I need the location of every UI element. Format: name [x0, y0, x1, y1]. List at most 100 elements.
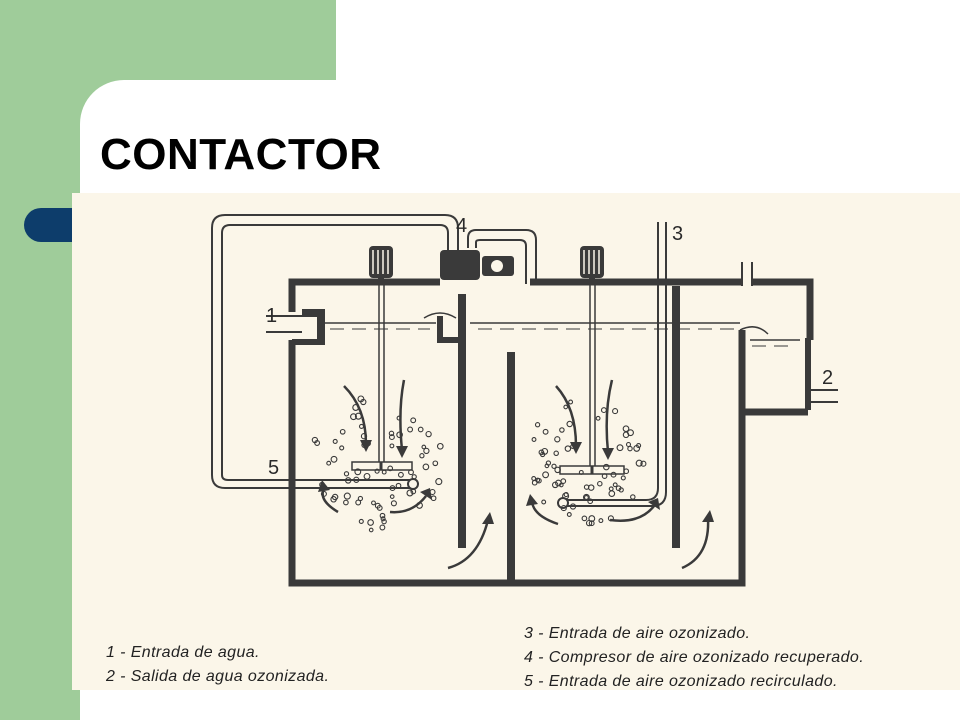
bubble — [630, 494, 636, 500]
bubble — [380, 516, 386, 522]
bubble — [564, 445, 572, 452]
bubble — [416, 501, 423, 509]
bubble — [330, 496, 337, 503]
baffle-middle-standing — [507, 352, 515, 583]
bubble — [374, 468, 380, 474]
bubble — [583, 495, 589, 500]
bubble — [569, 503, 577, 510]
callout-2: 2 — [822, 367, 833, 389]
legend-item-5: 5 - Entrada de aire ozonizado recirculad… — [524, 673, 838, 690]
bubble — [587, 484, 595, 491]
bubble — [363, 472, 371, 480]
bubble — [339, 428, 346, 435]
left-weir-box — [437, 316, 462, 343]
bubble — [395, 482, 402, 489]
bubble — [554, 436, 561, 443]
bubble — [595, 415, 601, 421]
callout-labels: 1 2 3 4 5 — [266, 215, 833, 479]
bubble — [608, 490, 616, 497]
surface-ripple-left — [423, 312, 457, 319]
bubble — [422, 463, 430, 471]
baffle-right-hanging — [672, 286, 680, 548]
legend-item-2: 2 - Salida de agua ozonizada. — [106, 668, 330, 685]
bubble — [608, 486, 614, 492]
bubble — [332, 438, 338, 444]
bubble — [627, 445, 633, 452]
bubble — [435, 478, 443, 486]
bubble — [371, 500, 376, 506]
bubble — [374, 502, 381, 509]
bubble — [354, 412, 362, 420]
bubble — [360, 433, 368, 440]
bubble — [397, 471, 404, 478]
bubble — [326, 460, 332, 466]
bubble — [559, 427, 565, 433]
bubble — [410, 417, 417, 424]
agitator-left — [351, 246, 413, 471]
recirculation-pipe-inner — [221, 224, 449, 475]
bubble — [432, 460, 439, 467]
bubble — [612, 482, 618, 488]
bubble — [358, 423, 365, 429]
contactor-diagram-scan: 1 2 3 4 5 1 - Entrada de agua. 2 - Salid… — [72, 193, 960, 690]
bubble — [554, 466, 561, 474]
bubble — [379, 512, 386, 519]
diffuser-end-left — [407, 478, 419, 490]
bubble — [367, 519, 374, 526]
bubble — [357, 495, 364, 502]
bubble — [588, 520, 595, 527]
bubble — [620, 475, 626, 481]
water-outlet-pipe — [808, 389, 838, 403]
bubble — [411, 474, 417, 480]
bubble — [607, 515, 614, 522]
water-inlet-channel — [292, 309, 325, 345]
bubble — [330, 455, 338, 463]
compressor-fan — [491, 260, 503, 272]
bubble — [531, 476, 537, 481]
bubble — [581, 515, 588, 522]
recirculation-pipe-lower — [211, 474, 412, 489]
bubble — [568, 399, 574, 405]
bubble — [541, 447, 549, 455]
bubble — [381, 469, 387, 475]
slide-title: CONTACTOR — [100, 130, 382, 179]
bubble — [627, 429, 634, 437]
bubble — [423, 447, 430, 455]
bubble — [389, 485, 396, 492]
bubble — [355, 499, 362, 506]
bubble — [354, 468, 362, 476]
callout-1: 1 — [266, 305, 277, 327]
tank-outer-wall — [288, 278, 814, 587]
bubble — [570, 444, 576, 449]
callout-3: 3 — [672, 223, 683, 245]
bubble — [601, 473, 608, 479]
bubble — [534, 422, 541, 428]
bubble — [343, 499, 349, 506]
bubble — [625, 441, 632, 448]
legend-item-4: 4 - Compresor de aire ozonizado recupera… — [524, 649, 865, 666]
legend-item-3: 3 - Entrada de aire ozonizado. — [524, 625, 751, 642]
bubble — [623, 468, 630, 475]
bubble — [320, 490, 327, 497]
bubble — [597, 480, 603, 487]
bubble — [387, 465, 394, 472]
bubble — [587, 498, 594, 505]
bubble — [353, 476, 360, 483]
bubble — [430, 495, 437, 502]
bubble — [541, 499, 547, 505]
bubble — [551, 463, 557, 469]
bubble — [616, 444, 624, 452]
bubble — [542, 428, 549, 435]
bubble — [379, 524, 386, 531]
legend-item-1: 1 - Entrada de agua. — [106, 644, 260, 661]
water-surface — [320, 322, 800, 341]
water-surface-dash — [330, 328, 795, 347]
bubble — [551, 481, 559, 489]
bubble — [429, 488, 436, 496]
bubble — [381, 518, 387, 525]
bubble — [311, 436, 319, 444]
bubble — [357, 395, 365, 403]
vent-pipe — [741, 262, 753, 286]
bubble — [390, 500, 397, 507]
bubble — [553, 450, 559, 457]
